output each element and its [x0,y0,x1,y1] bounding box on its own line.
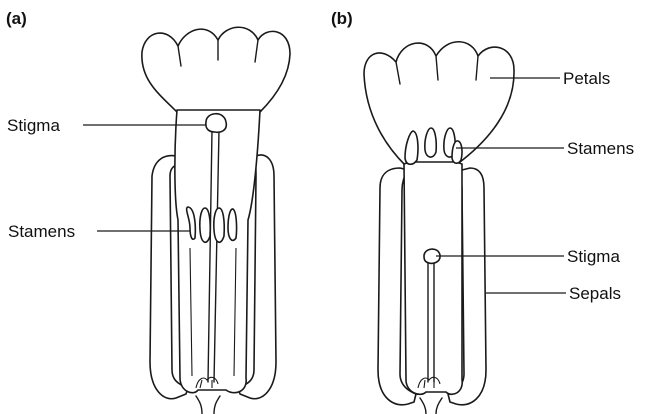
panel-a-label-stigma: Stigma [7,116,60,135]
panel-a-stamen [214,208,224,242]
panel-b-label-stamens: Stamens [567,139,634,158]
panel-a-label: (a) [6,9,27,28]
panel-b-label-stigma: Stigma [567,247,620,266]
panel-b-petals [364,42,514,165]
panel-b-pedicel [420,398,426,414]
panel-a-petals [142,27,290,112]
panel-b: (b) Petals Stamens Stigma [331,9,634,414]
panel-b-pedicel [436,398,442,414]
panel-b-tube [404,162,462,394]
panel-b-label-petals: Petals [563,69,610,88]
panel-b-stamen [425,128,436,157]
panel-b-label-sepals: Sepals [569,284,621,303]
panel-a-label-stamens: Stamens [8,222,75,241]
panel-a-stigma [206,114,226,133]
panel-b-stamen [452,141,462,163]
panel-a-stamen [200,208,210,242]
panel-a-pedicel [214,396,220,414]
panel-a-stamen [228,209,237,241]
panel-b-label: (b) [331,9,353,28]
panel-a-tube [175,110,260,393]
panel-a-pedicel [196,396,202,414]
panel-a: (a) Stigma Stamens [6,9,290,414]
